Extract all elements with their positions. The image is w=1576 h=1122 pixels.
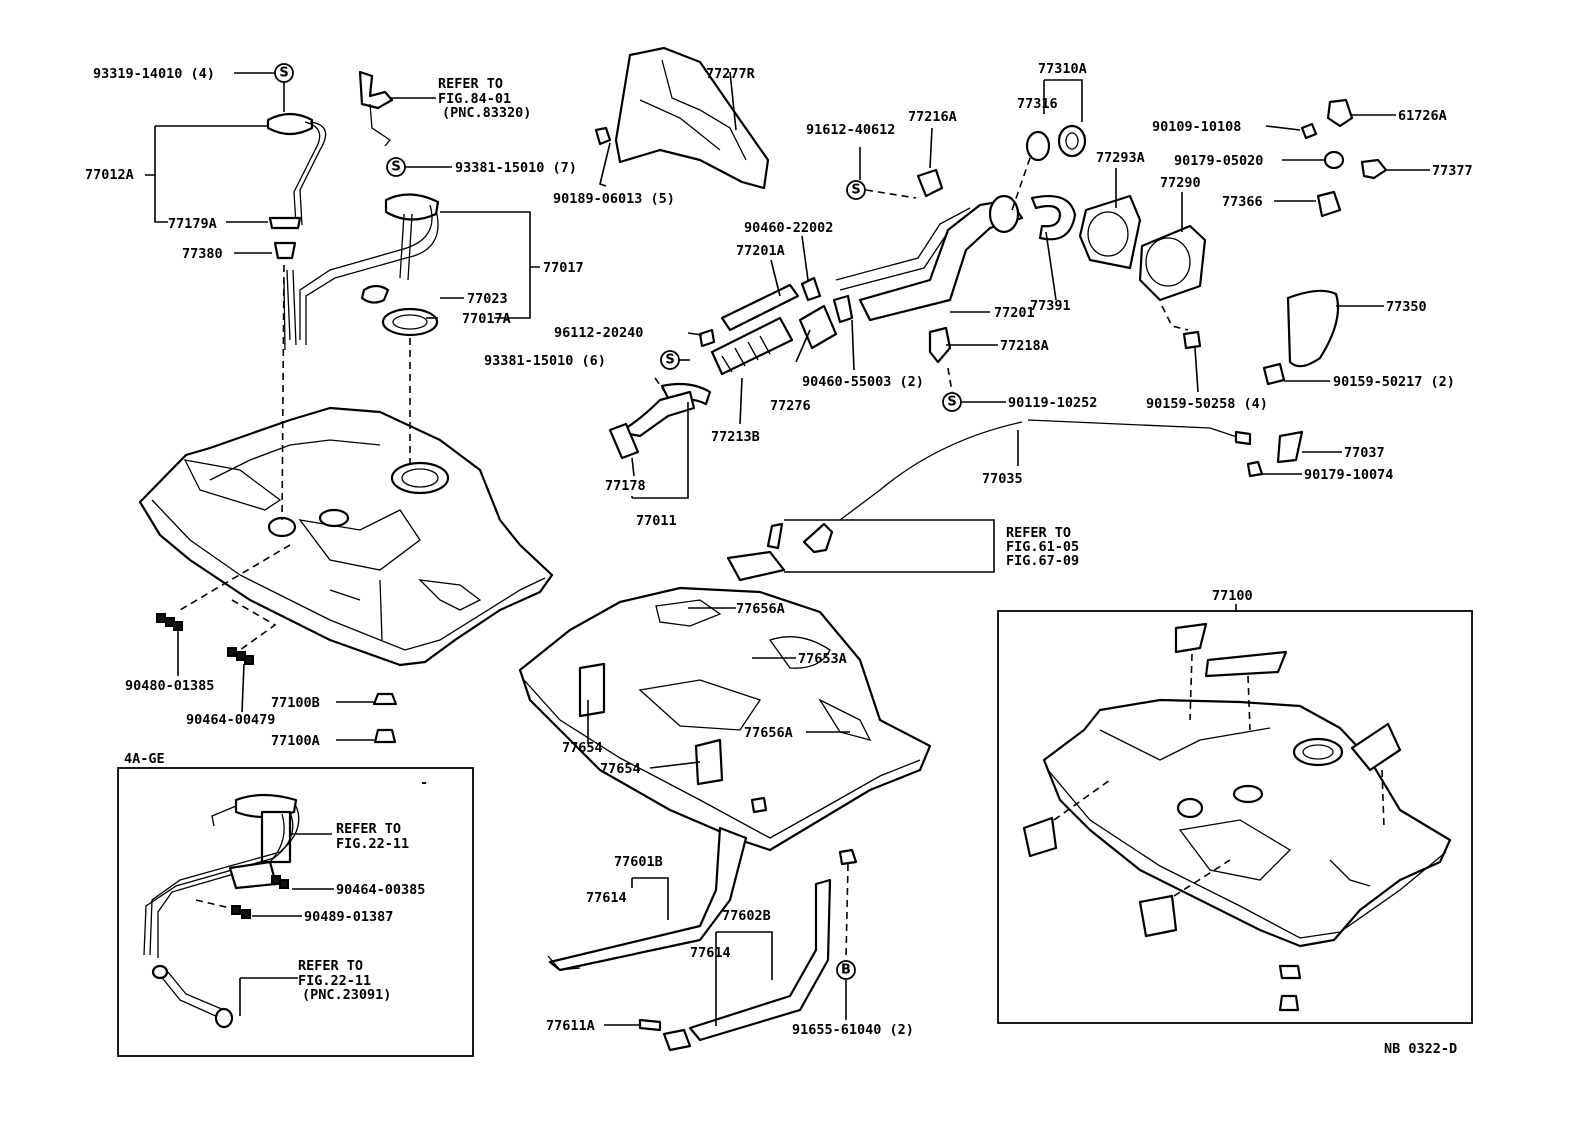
inset-title: 4A-GE	[124, 751, 165, 767]
label-77601b: 77601B	[614, 854, 663, 870]
label-77611a: 77611A	[546, 1018, 595, 1034]
label-90179-10074: 90179-10074	[1304, 467, 1393, 483]
label-77100a: 77100A	[271, 733, 320, 749]
label-77614-1: 77614	[586, 890, 627, 906]
label-77602b: 77602B	[722, 908, 771, 924]
label-90159-50258: 90159-50258 (4)	[1146, 396, 1268, 412]
symbol-s-icon: S	[947, 395, 956, 410]
label-91612-40612: 91612-40612	[806, 122, 895, 138]
label-77178: 77178	[605, 478, 646, 494]
label-90489-01387: 90489-01387	[304, 909, 393, 925]
label-77653a: 77653A	[798, 651, 847, 667]
fuel-tank-right	[1022, 622, 1452, 1012]
label-77023: 77023	[467, 291, 508, 307]
label-96112-20240: 96112-20240	[554, 325, 643, 341]
filler-hoses: S	[608, 276, 854, 460]
label-77293a: 77293A	[1096, 150, 1145, 166]
refer-22-11-line2: FIG.22-11	[336, 836, 409, 852]
symbol-s-icon: S	[851, 183, 860, 198]
pump-assembly-center: S	[299, 70, 440, 345]
symbol-s-icon: S	[665, 353, 674, 368]
refer-84-01-line2: FIG.84-01	[438, 91, 511, 107]
filler-cap-area	[1011, 124, 1340, 386]
tank-straps: B	[547, 826, 858, 1052]
label-77017a: 77017A	[462, 311, 511, 327]
label-77380: 77380	[182, 246, 223, 262]
label-77037: 77037	[1344, 445, 1385, 461]
label-77179a: 77179A	[168, 216, 217, 232]
label-77316: 77316	[1017, 96, 1058, 112]
label-77366: 77366	[1222, 194, 1263, 210]
filler-pipe-77201: S S	[835, 168, 1024, 412]
refer-23091-line2: FIG.22-11	[298, 973, 371, 989]
inset-4a-ge-box	[117, 767, 474, 1057]
small-parts-right-top	[1300, 98, 1388, 218]
label-77656a-top: 77656A	[736, 601, 785, 617]
inset-dash: -	[420, 775, 428, 791]
symbol-b-icon: B	[841, 963, 851, 978]
label-90109-10108: 90109-10108	[1152, 119, 1241, 135]
label-93319-14010: 93319-14010 (4)	[93, 66, 215, 82]
tank-assembly-box	[997, 610, 1473, 1024]
label-77654-2: 77654	[600, 761, 641, 777]
fuel-tank-center	[518, 586, 932, 852]
refer-22-11-line1: REFER TO	[336, 821, 401, 837]
label-77276: 77276	[770, 398, 811, 414]
label-93381-15010-6: 93381-15010 (6)	[484, 353, 606, 369]
label-77654-1: 77654	[562, 740, 603, 756]
refer-61-05-line1: REFER TO	[1006, 525, 1071, 541]
label-90464-00479: 90464-00479	[186, 712, 275, 728]
label-77100b: 77100B	[271, 695, 320, 711]
label-77290: 77290	[1160, 175, 1201, 191]
refer-84-01-line1: REFER TO	[438, 76, 503, 92]
refer-84-01-line3: (PNC.83320)	[442, 105, 531, 121]
refer-61-05-line2: FIG.61-05	[1006, 539, 1079, 555]
label-93381-15010-7: 93381-15010 (7)	[455, 160, 577, 176]
label-91655-61040: 91655-61040 (2)	[792, 1022, 914, 1038]
label-90189-06013: 90189-06013 (5)	[553, 191, 675, 207]
label-90480-01385: 90480-01385	[125, 678, 214, 694]
label-77201: 77201	[994, 305, 1035, 321]
label-77100: 77100	[1212, 588, 1253, 604]
part-labels: 93319-14010 (4) 77012A 77179A 77380 REFE…	[85, 61, 1473, 1057]
label-77216a: 77216A	[908, 109, 957, 125]
refer-23091-line1: REFER TO	[298, 958, 363, 974]
dashed-guides-left	[179, 264, 411, 651]
small-parts-left	[156, 613, 398, 744]
label-77213b: 77213B	[711, 429, 760, 445]
protector-77277r	[594, 46, 770, 190]
label-90159-50217: 90159-50217 (2)	[1333, 374, 1455, 390]
label-77012a: 77012A	[85, 167, 134, 183]
leader-lines	[145, 71, 1430, 1026]
symbol-s-icon: S	[391, 160, 400, 175]
label-77391: 77391	[1030, 298, 1071, 314]
pump-assembly-left: S	[266, 63, 327, 351]
label-77350: 77350	[1386, 299, 1427, 315]
label-77614-2: 77614	[690, 945, 731, 961]
refer-23091-line3: (PNC.23091)	[302, 987, 391, 1003]
label-90464-00385: 90464-00385	[336, 882, 425, 898]
label-77035: 77035	[982, 471, 1023, 487]
label-61726a: 61726A	[1398, 108, 1447, 124]
fuel-door-cable	[726, 419, 1304, 582]
label-77017: 77017	[543, 260, 584, 276]
refer-61-05-line3: FIG.67-09	[1006, 553, 1079, 569]
label-90460-22002: 90460-22002	[744, 220, 833, 236]
label-77656a-mid: 77656A	[744, 725, 793, 741]
fuel-tank-left	[138, 406, 554, 667]
label-77218a: 77218A	[1000, 338, 1049, 354]
label-77377: 77377	[1432, 163, 1473, 179]
label-90179-05020: 90179-05020	[1174, 153, 1263, 169]
label-90119-10252: 90119-10252	[1008, 395, 1097, 411]
label-77277r: 77277R	[706, 66, 756, 82]
label-90460-55003: 90460-55003 (2)	[802, 374, 924, 390]
inset-4a-ge-parts	[143, 793, 300, 1029]
symbol-s-icon: S	[279, 66, 288, 81]
label-77310a: 77310A	[1038, 61, 1087, 77]
label-77201a: 77201A	[736, 243, 785, 259]
diagram-id: NB 0322-D	[1384, 1041, 1457, 1057]
label-77011: 77011	[636, 513, 677, 529]
